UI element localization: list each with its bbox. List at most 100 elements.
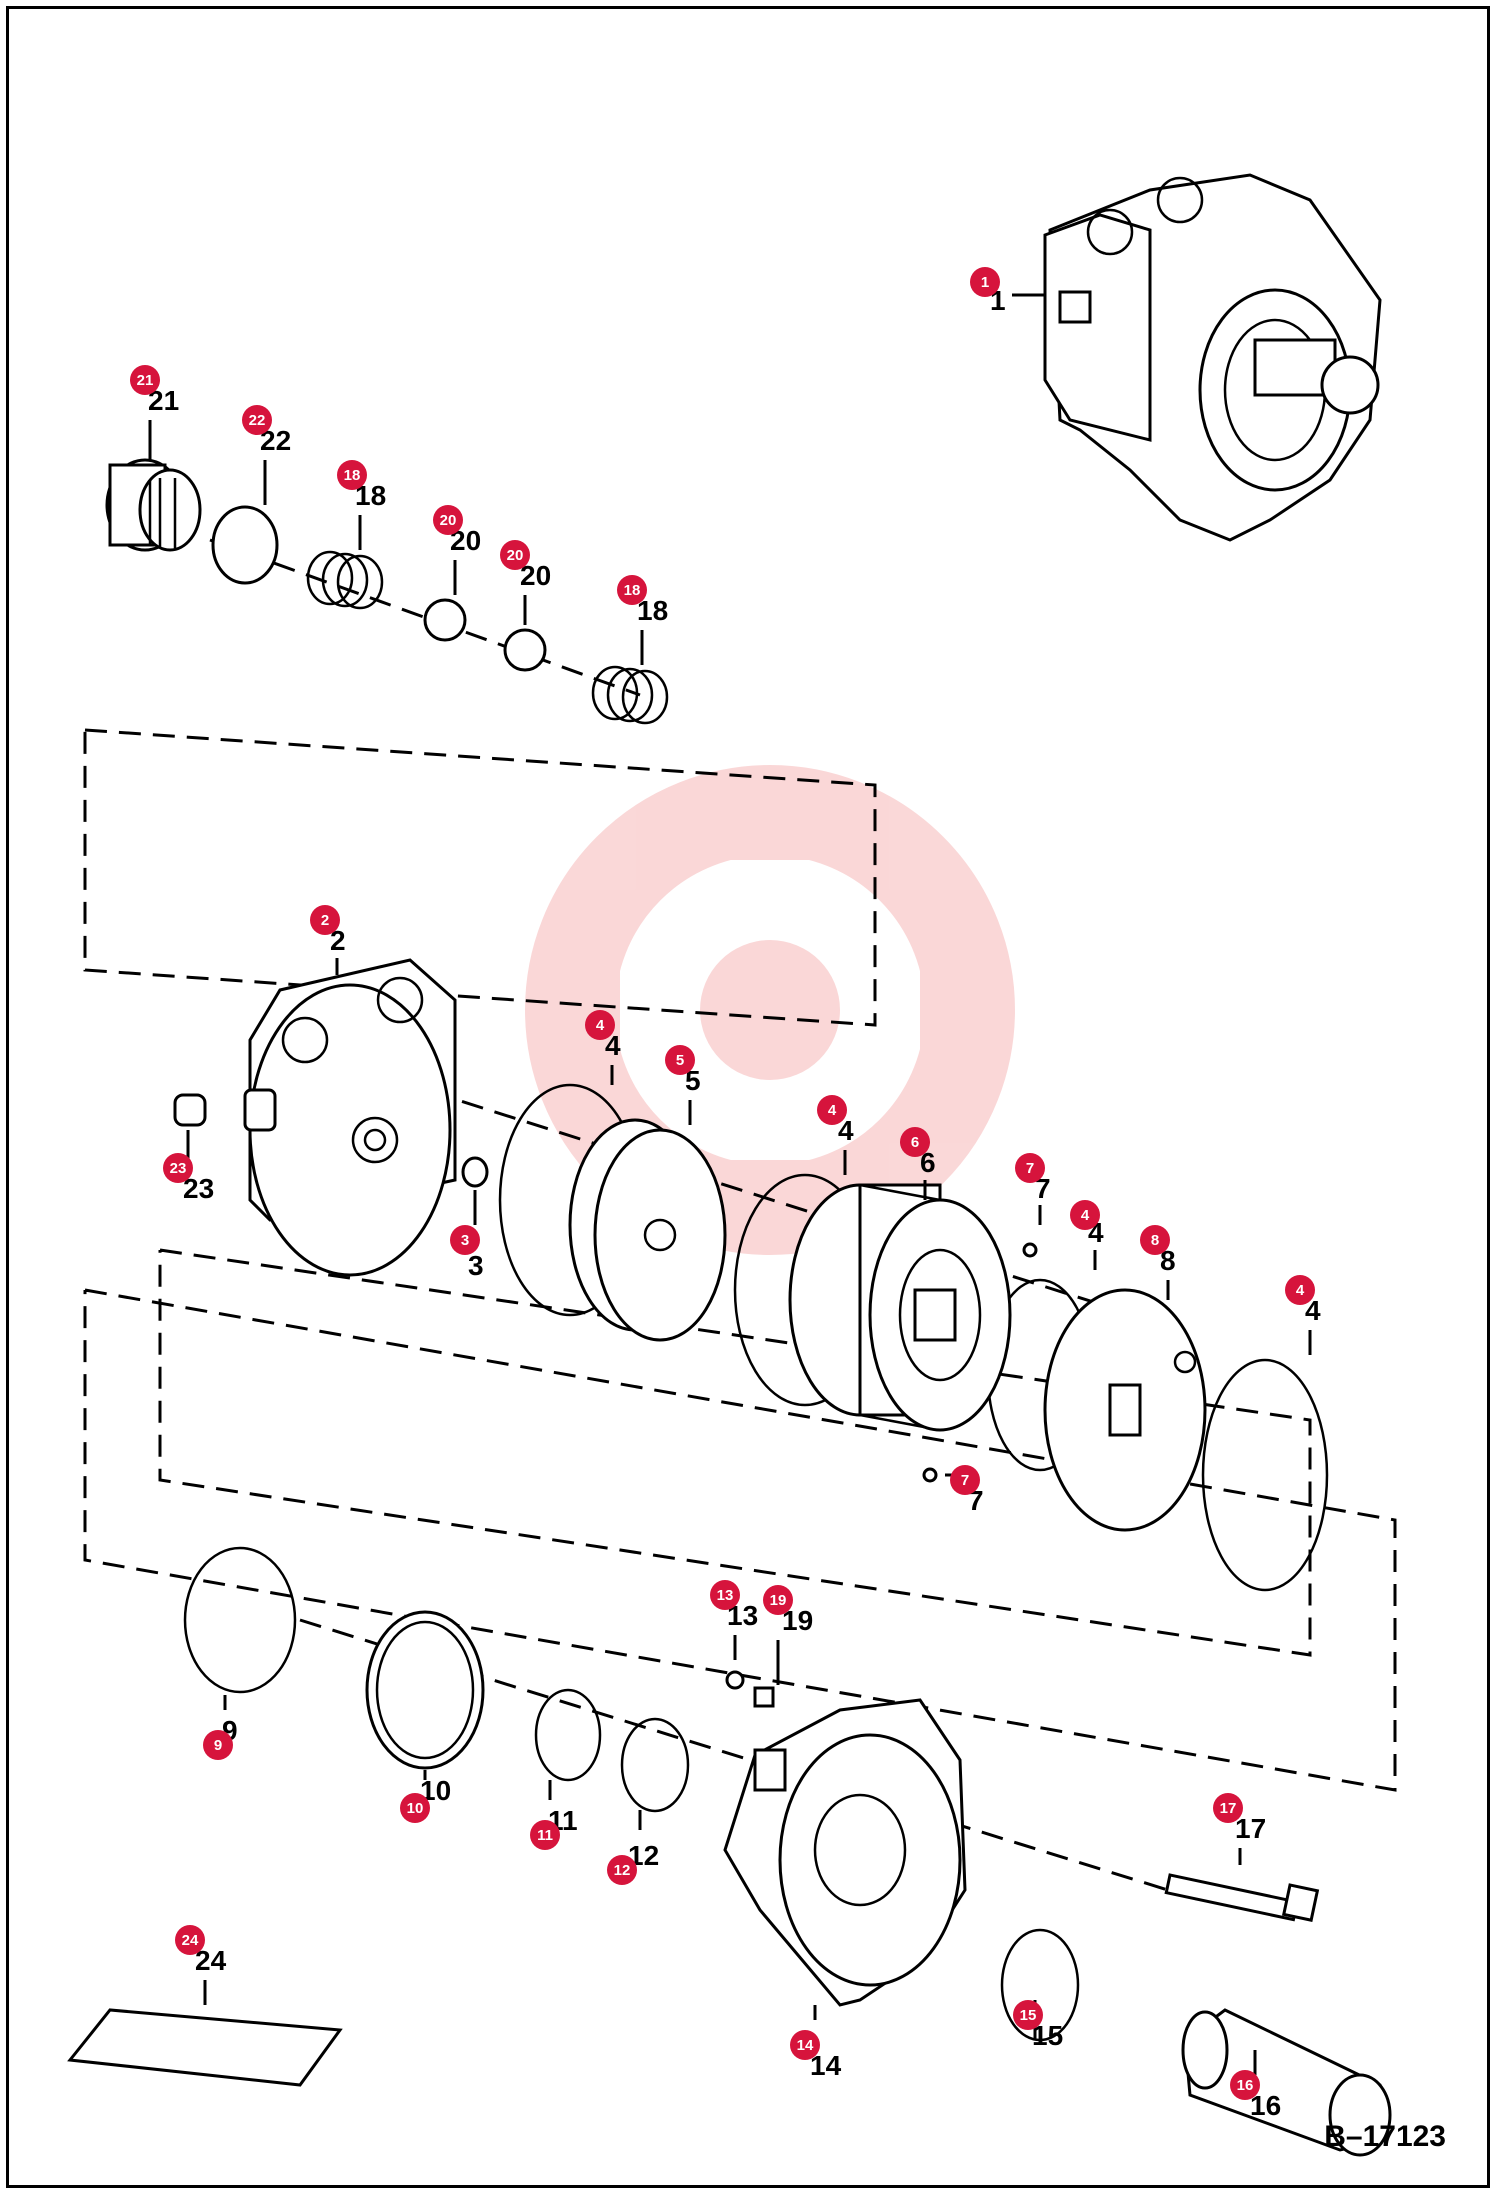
part-badge-label-15: 15	[1020, 2007, 1037, 2024]
part-number-5: 5	[685, 1065, 701, 1096]
part-badge-label-18a: 18	[344, 467, 361, 484]
part-number-8: 8	[1160, 1245, 1176, 1276]
part-badge-label-22: 22	[249, 412, 266, 429]
spring-part-18-lower	[591, 665, 669, 725]
part-badge-12[interactable]	[607, 1855, 637, 1885]
part-badge-label-3: 3	[461, 1232, 469, 1249]
plug-part-21	[105, 458, 202, 552]
part-badge-16[interactable]	[1230, 2070, 1260, 2100]
part-badge-label-7a: 7	[1026, 1160, 1034, 1177]
part-badge-label-18b: 18	[624, 582, 641, 599]
part-number-7a: 7	[1035, 1173, 1051, 1204]
part-badge-23[interactable]	[163, 1153, 193, 1183]
part-badge-18b[interactable]	[617, 575, 647, 605]
motor-assembly-part-1	[1043, 173, 1382, 542]
part-badge-18a[interactable]	[337, 460, 367, 490]
part-number-17: 17	[1235, 1813, 1266, 1844]
part-badge-label-12: 12	[614, 1862, 631, 1879]
part-badge-4d[interactable]	[1285, 1275, 1315, 1305]
friction-ring-part-9	[183, 1546, 297, 1694]
part-badge-4b[interactable]	[817, 1095, 847, 1125]
part-badge-label-24: 24	[182, 1932, 199, 1949]
part-badge-label-6: 6	[911, 1134, 919, 1151]
part-badge-label-4a: 4	[596, 1017, 605, 1034]
part-badge-1[interactable]	[970, 267, 1000, 297]
seal-part-4-d	[1201, 1358, 1329, 1592]
part-badge-label-5: 5	[676, 1052, 684, 1069]
part-badge-2[interactable]	[310, 905, 340, 935]
spring-part-18-upper	[306, 550, 384, 610]
part-number-2: 2	[330, 925, 346, 956]
ball-part-20-right	[503, 628, 547, 672]
part-badge-20b[interactable]	[500, 540, 530, 570]
part-number-4b: 4	[838, 1115, 854, 1146]
part-badge-13[interactable]	[710, 1580, 740, 1610]
part-badge-20a[interactable]	[433, 505, 463, 535]
part-badge-label-1: 1	[981, 274, 989, 291]
diagram-frame	[6, 6, 1490, 2188]
part-badge-4c[interactable]	[1070, 1200, 1100, 1230]
part-badge-label-20a: 20	[440, 512, 457, 529]
part-badge-24[interactable]	[175, 1925, 205, 1955]
part-badge-21[interactable]	[130, 365, 160, 395]
part-number-6: 6	[920, 1147, 936, 1178]
part-badge-8[interactable]	[1140, 1225, 1170, 1255]
snap-ring-part-15	[1000, 1928, 1080, 2042]
part-badge-22[interactable]	[242, 405, 272, 435]
drawing-number: B–17123	[1324, 2120, 1446, 2153]
part-badge-label-4b: 4	[828, 1102, 837, 1119]
decal-part-24	[67, 2008, 343, 2087]
part-badge-7b[interactable]	[950, 1465, 980, 1495]
rotor-set-part-6	[788, 1183, 1012, 1432]
housing-part-2	[248, 958, 457, 1277]
part-badge-17[interactable]	[1213, 1793, 1243, 1823]
valve-plate-part-5	[568, 1118, 727, 1342]
watermark-gear-logo	[525, 765, 1015, 1255]
part-badge-10[interactable]	[400, 1793, 430, 1823]
part-number-3: 3	[468, 1250, 484, 1281]
part-badge-label-2: 2	[321, 912, 329, 929]
part-badge-label-19: 19	[770, 1592, 787, 1609]
part-badge-11[interactable]	[530, 1820, 560, 1850]
part-badge-label-16: 16	[1237, 2077, 1254, 2094]
plate-part-8	[1043, 1288, 1207, 1532]
part-badge-14[interactable]	[790, 2030, 820, 2060]
part-number-4d: 4	[1305, 1295, 1321, 1326]
part-badge-label-13: 13	[717, 1587, 734, 1604]
o-ring-part-22	[211, 505, 279, 585]
pin-part-7-upper	[1022, 1242, 1038, 1258]
bolt-part-17	[1164, 1873, 1320, 1922]
part-badge-5[interactable]	[665, 1045, 695, 1075]
ring-part-10-inner	[375, 1620, 475, 1760]
part-badge-label-4c: 4	[1081, 1207, 1090, 1224]
part-badge-4a[interactable]	[585, 1010, 615, 1040]
ring-part-10	[365, 1610, 485, 1770]
ring-part-11	[534, 1688, 602, 1782]
fitting-part-23	[173, 1088, 277, 1132]
part-number-4a: 4	[605, 1030, 621, 1061]
part-badge-label-7b: 7	[961, 1472, 969, 1489]
part-badge-label-8: 8	[1151, 1232, 1159, 1249]
part-badge-3[interactable]	[450, 1225, 480, 1255]
part-badge-label-4d: 4	[1296, 1282, 1305, 1299]
part-badge-19[interactable]	[763, 1585, 793, 1615]
ring-part-12	[620, 1717, 690, 1813]
part-badge-label-17: 17	[1220, 1800, 1237, 1817]
part-badge-9[interactable]	[203, 1730, 233, 1760]
washer-part-13	[725, 1670, 745, 1690]
part-badge-label-14: 14	[797, 2037, 814, 2054]
shaft-part-16	[1181, 2008, 1392, 2157]
part-badge-7a[interactable]	[1015, 1153, 1045, 1183]
part-badge-label-23: 23	[170, 1160, 187, 1177]
o-ring-part-3	[461, 1156, 489, 1188]
part-badge-label-20b: 20	[507, 547, 524, 564]
mounting-flange-part-14	[723, 1698, 967, 2007]
part-badge-label-11: 11	[537, 1827, 553, 1844]
ball-part-20-left	[423, 598, 467, 642]
part-badge-15[interactable]	[1013, 2000, 1043, 2030]
pin-part-7-lower	[922, 1467, 938, 1483]
screw-part-19	[753, 1686, 775, 1708]
part-badge-6[interactable]	[900, 1127, 930, 1157]
